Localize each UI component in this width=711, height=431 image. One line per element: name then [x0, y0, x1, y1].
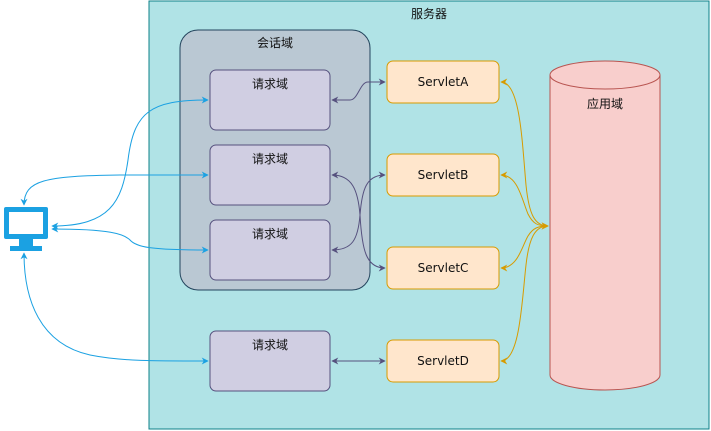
server-label: 服务器	[411, 6, 447, 21]
request-scope-2: 请求域	[209, 144, 331, 206]
client-request4-connector	[20, 252, 209, 365]
request-scope-box	[209, 330, 331, 392]
monitor-icon	[4, 207, 48, 251]
servlet-label: ServletB	[418, 168, 469, 182]
servlet-b: ServletB	[386, 153, 500, 197]
servlet-box	[386, 246, 500, 290]
session-label: 会话域	[257, 36, 293, 50]
servlet-label: ServletD	[417, 354, 469, 368]
request-scope-3: 请求域	[209, 219, 331, 281]
servlet-label: ServletC	[418, 261, 469, 275]
servlet-a: ServletA	[386, 60, 500, 104]
request-scope-box	[209, 144, 331, 206]
request-scope-box	[209, 69, 331, 131]
request-scope-label: 请求域	[252, 338, 288, 352]
request-scope-label: 请求域	[252, 227, 288, 241]
servlet-c: ServletC	[386, 246, 500, 290]
request2-servletc-connector	[331, 171, 386, 272]
application-cylinder-top	[549, 60, 661, 90]
application-scope: 应用域	[549, 60, 661, 391]
servlet-label: ServletA	[418, 75, 469, 89]
application-label: 应用域	[587, 96, 623, 111]
request-scope-1: 请求域	[209, 69, 331, 131]
request-scope-box	[209, 219, 331, 281]
servlet-box	[386, 60, 500, 104]
client-request3-connector	[51, 225, 209, 254]
request-scope-label: 请求域	[252, 152, 288, 166]
client-request1-connector	[51, 96, 209, 230]
servletd-application-connector	[500, 222, 549, 365]
request-scope-label: 请求域	[252, 77, 288, 91]
request1-servleta-connector	[331, 78, 386, 104]
client-connectors	[20, 96, 209, 365]
request-scope-4: 请求域	[209, 330, 331, 392]
request-servlet-connectors	[331, 78, 386, 365]
servlet-box	[386, 153, 500, 197]
client-request2-connector	[20, 171, 209, 206]
servlet-application-connectors	[500, 78, 549, 365]
application-cylinder-body	[549, 75, 661, 391]
servlet-d: ServletD	[386, 339, 500, 383]
servlet-box	[386, 339, 500, 383]
